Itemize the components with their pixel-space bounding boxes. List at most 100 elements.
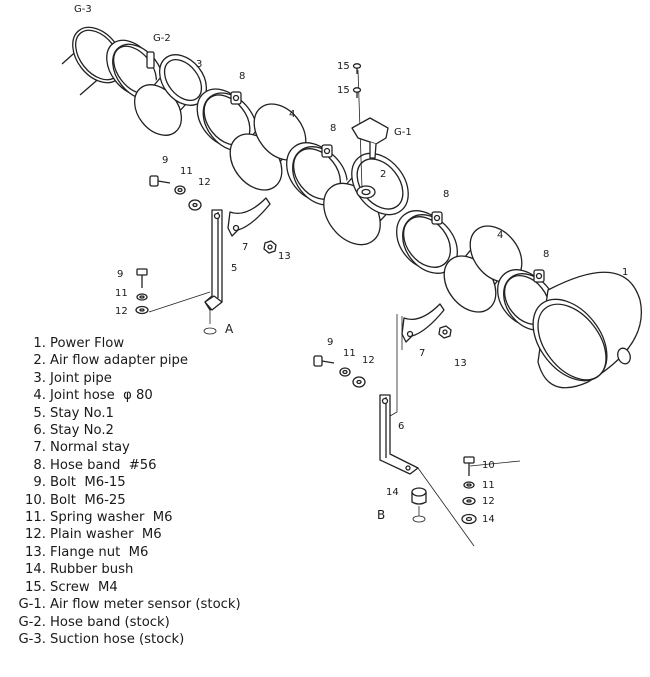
legend-item: 2.Air flow adapter pipe (6, 352, 241, 369)
hose-band-8-d (497, 269, 557, 331)
legend-item: 14.Rubber bush (6, 561, 241, 578)
legend-item-name: Joint pipe (50, 370, 112, 386)
legend-item: 15.Screw M4 (6, 579, 241, 596)
plain-washer-12-c (352, 376, 366, 388)
legend-item-number: 9. (33, 475, 46, 491)
legend-item: G-2.Hose band (stock) (6, 614, 241, 631)
callout-12-d: 12 (482, 496, 495, 507)
legend-item-name: Spring washer M6 (50, 510, 173, 526)
legend-item-number: 6. (33, 423, 46, 439)
legend-item-name: Bolt M6-15 (50, 475, 126, 491)
legend-item: 10.Bolt M6-25 (6, 492, 241, 509)
guide-lines (148, 291, 521, 547)
spring-washer-11-d (463, 481, 475, 489)
callout-7-b: 7 (419, 348, 425, 359)
callout-13-b: 13 (454, 358, 467, 369)
legend-item-number: 10. (25, 492, 46, 508)
legend-item-number: 4. (33, 388, 46, 404)
suction-hose-g3 (61, 26, 124, 96)
legend-item: 11.Spring washer M6 (6, 509, 241, 526)
view-label-a: A (225, 322, 234, 336)
screw-15-a (352, 63, 362, 74)
flange-nut-13-b (438, 325, 452, 339)
rubber-bush-14-b (461, 513, 477, 525)
callout-9-a: 9 (162, 155, 168, 166)
legend-item-name: Screw M4 (50, 579, 118, 595)
callout-12-c: 12 (362, 355, 375, 366)
stay-no1-5 (204, 209, 223, 311)
normal-stay-7-a (227, 197, 271, 237)
bolt-10 (463, 456, 475, 476)
legend-item-name: Suction hose (stock) (50, 631, 185, 647)
legend-item-name: Air flow meter sensor (stock) (50, 597, 241, 613)
callout-g2: G-2 (153, 33, 171, 44)
callout-11-c: 11 (343, 348, 356, 359)
legend-item-name: Normal stay (50, 440, 130, 456)
legend-item-name: Hose band (stock) (50, 614, 170, 630)
bolt-9-b (136, 268, 148, 288)
callout-11-b: 11 (115, 288, 128, 299)
callout-11-d: 11 (482, 480, 495, 491)
callout-4-b: 4 (497, 230, 503, 241)
legend-item-number: 11. (25, 510, 46, 526)
callout-14-a: 14 (386, 487, 399, 498)
legend-item-number: 15. (25, 579, 46, 595)
legend-item-name: Stay No.2 (50, 423, 114, 439)
rubber-bush-14-a (411, 487, 427, 505)
callout-13-a: 13 (278, 251, 291, 262)
legend-item-number: 1. (33, 336, 46, 351)
callout-g1: G-1 (394, 127, 412, 138)
joint-hose-4-a (229, 103, 307, 191)
legend-item: 8.Hose band #56 (6, 457, 241, 474)
legend-item-name: Plain washer M6 (50, 527, 162, 543)
joint-hose-4-b (443, 225, 523, 313)
callout-12-b: 12 (115, 306, 128, 317)
legend-item-name: Power Flow (50, 336, 125, 351)
callout-5: 5 (231, 263, 237, 274)
spring-washer-11-a (174, 185, 186, 195)
view-label-b: B (377, 508, 385, 522)
legend-item: G-3.Suction hose (stock) (6, 631, 241, 648)
legend-item: G-1.Air flow meter sensor (stock) (6, 596, 241, 613)
legend-item-number: G-2. (18, 614, 46, 630)
callout-10: 10 (482, 460, 495, 471)
legend-item: 7.Normal stay (6, 439, 241, 456)
callout-12-a: 12 (198, 177, 211, 188)
normal-stay-7-b (401, 303, 445, 343)
legend-item-name: Flange nut M6 (50, 544, 149, 560)
legend-item-number: 13. (25, 544, 46, 560)
legend-item-name: Air flow adapter pipe (50, 353, 188, 369)
callout-15-b: 15 (337, 85, 350, 96)
callout-15-a: 15 (337, 61, 350, 72)
legend-item-number: 3. (33, 370, 46, 386)
callout-9-c: 9 (327, 337, 333, 348)
legend-item-name: Bolt M6-25 (50, 492, 126, 508)
callout-4-a: 4 (289, 109, 295, 120)
joint-pipe-3 (133, 54, 208, 136)
legend-item-number: 7. (33, 440, 46, 456)
flange-nut-13-a (263, 240, 277, 254)
air-flow-adapter-pipe-2 (323, 152, 409, 246)
callout-3: 3 (196, 59, 202, 70)
plain-washer-12-d (462, 496, 476, 506)
callout-7-a: 7 (242, 242, 248, 253)
legend-item: 13.Flange nut M6 (6, 544, 241, 561)
callout-g3: G-3 (74, 4, 92, 15)
callout-8-c: 8 (443, 189, 449, 200)
plain-washer-12-b (135, 305, 149, 315)
stay-no2-6 (379, 394, 419, 475)
legend-item-number: 8. (33, 457, 46, 473)
legend-item-name: Stay No.1 (50, 405, 114, 421)
legend-item: 1. Power Flow (6, 335, 241, 352)
legend-item-number: 2. (33, 353, 46, 369)
legend-item: 6.Stay No.2 (6, 422, 241, 439)
legend-item-number: 12. (25, 527, 46, 543)
legend-item: 9.Bolt M6-15 (6, 474, 241, 491)
bolt-9-a (149, 175, 171, 187)
legend-item-number: G-3. (18, 631, 46, 647)
callout-8-b: 8 (330, 123, 336, 134)
legend-item: 12.Plain washer M6 (6, 526, 241, 543)
legend-item: 5.Stay No.1 (6, 405, 241, 422)
